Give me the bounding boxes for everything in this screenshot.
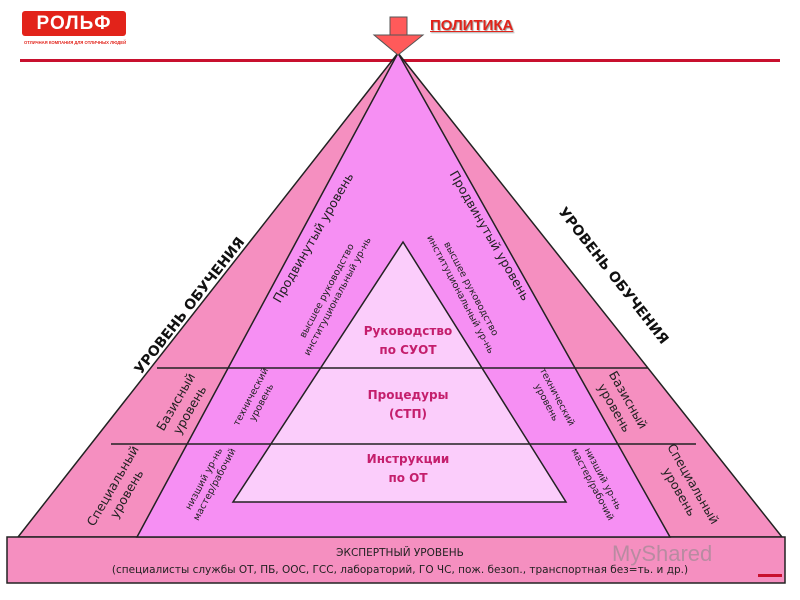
policy-label: ПОЛИТИКА — [430, 17, 514, 34]
center-block-procedures: Процедуры(СТП) — [367, 388, 449, 421]
inner-triangle — [231, 240, 568, 503]
expert-band — [6, 536, 786, 584]
logo-tagline: ОТЛИЧНАЯ КОМПАНИЯ ДЛЯ ОТЛИЧНЫХ ЛЮДЕЙ — [24, 40, 127, 45]
watermark: MyShared — [612, 541, 713, 566]
company-logo: РОЛЬФ — [22, 11, 126, 36]
expert-level-title: ЭКСПЕРТНЫЙ УРОВЕНЬ — [336, 547, 464, 559]
policy-arrow-icon — [372, 16, 425, 56]
expert-level-subtitle: (специалисты службы ОТ, ПБ, ООС, ГСС, ла… — [111, 564, 689, 576]
footer-accent-line — [758, 574, 782, 577]
